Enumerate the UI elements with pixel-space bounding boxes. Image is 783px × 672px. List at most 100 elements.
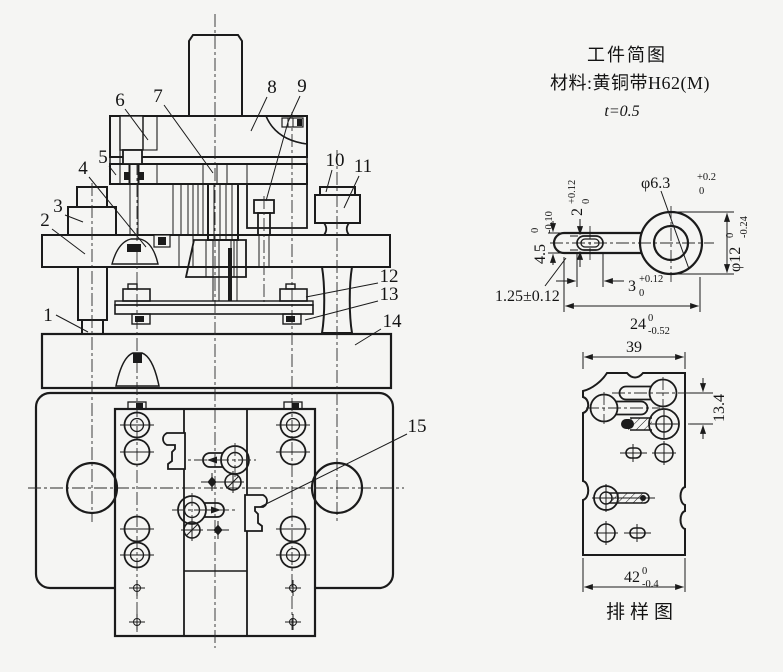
strip-row-5 — [592, 484, 655, 512]
assembly-plan-structure — [34, 391, 395, 638]
strip-row-2 — [586, 392, 660, 424]
callout-5-leader — [108, 165, 117, 176]
strip-row-1 — [612, 377, 700, 409]
left-guide-post-hole — [65, 461, 119, 515]
callout-10-leader — [325, 169, 333, 193]
dim-hole-dia: φ6.3 — [641, 175, 670, 192]
die-holder-plate — [41, 234, 391, 268]
right-rail-fasteners — [276, 411, 310, 630]
callout-7: 7 — [153, 86, 163, 107]
strip-layout-caption: 排样图 — [606, 601, 678, 623]
dim-tab-width-sup: 0 — [530, 228, 541, 233]
dim-hole-sup: +0.2 — [697, 172, 716, 183]
side-cut-punch-upper — [162, 432, 186, 470]
callout-14: 14 — [383, 311, 403, 332]
dim-strip-bottom-sub: -0.4 — [642, 579, 659, 590]
assembly-plan-details — [65, 401, 364, 636]
left-guide-post-foot — [81, 319, 104, 335]
callout-10: 10 — [326, 150, 345, 171]
workpiece-thickness: t=0.5 — [604, 103, 639, 120]
callout-leaders — [51, 95, 408, 508]
right-bushing-body — [314, 194, 361, 224]
callout-4-leader — [88, 176, 147, 248]
callout-9: 9 — [297, 76, 307, 97]
dim-outer-sup: 0 — [725, 233, 736, 238]
callout-4: 4 — [78, 158, 88, 179]
right-bushing-cap — [319, 186, 356, 196]
callout-3: 3 — [53, 196, 63, 217]
assembly-section-details — [109, 115, 314, 387]
central-punch — [207, 183, 239, 241]
die-opening-pair-2 — [181, 519, 229, 541]
dim-strip-top: 39 — [626, 339, 642, 356]
dim-slot-width: 2 — [569, 208, 586, 216]
callout-2: 2 — [40, 210, 50, 231]
workpiece-title: 工件简图 — [587, 45, 667, 65]
workpiece-slot-inner — [580, 238, 600, 248]
right-guide-post-hole — [310, 461, 364, 515]
dim-hole-sub: 0 — [699, 186, 704, 197]
strip-row-3-blanked-part — [621, 408, 700, 440]
die-plate-assembly — [114, 283, 314, 325]
dim-outer-dia: φ12 — [727, 247, 744, 272]
dim-slot-len-sub: 0 — [639, 288, 644, 299]
dim-length-sup: 0 — [648, 313, 653, 324]
callout-13: 13 — [380, 284, 399, 305]
central-punch-lines — [213, 184, 233, 240]
left-rail-fasteners — [120, 411, 154, 630]
die-opening-pair-1 — [201, 471, 244, 493]
callout-13-leader — [304, 300, 379, 321]
callout-1-leader — [55, 314, 89, 333]
callout-15: 15 — [408, 416, 427, 437]
strip-in-die — [228, 248, 232, 301]
dim-outer-sub: -0.24 — [739, 215, 750, 238]
dim-edge-distance: 1.25±0.12 — [495, 288, 560, 305]
callout-9-leader — [265, 95, 301, 202]
callout-8: 8 — [267, 77, 277, 98]
dim-slot-len-sup: +0.12 — [639, 274, 663, 285]
dim-strip-bottom-sup: 0 — [642, 566, 647, 577]
strip-dimension-lines — [582, 352, 713, 592]
strip-dimension-text: 39 13.4 42 0 -0.4 — [624, 339, 728, 590]
callout-12-leader — [305, 282, 379, 298]
callout-12: 12 — [380, 266, 399, 287]
guide-block — [246, 183, 308, 229]
dim-slot-len: 3 — [628, 278, 636, 295]
assembly-section-structure — [40, 34, 393, 390]
dim-length: 24 — [630, 316, 646, 333]
callout-2-leader — [51, 228, 86, 255]
dim-slot-width-sub: 0 — [581, 199, 592, 204]
dim-slot-width-sup: +0.12 — [567, 180, 578, 204]
dim-length-sub: -0.52 — [648, 326, 670, 337]
callout-15-leader — [259, 433, 408, 508]
stripper-bolt-head — [122, 149, 143, 165]
callout-6: 6 — [115, 90, 125, 111]
workpiece-ring-outer — [638, 210, 704, 276]
punch-group — [172, 184, 204, 235]
workpiece-slot-outer — [576, 235, 604, 251]
die-channel-lines — [212, 240, 238, 301]
dim-strip-bottom: 42 — [624, 569, 640, 586]
callout-7-leader — [163, 104, 214, 174]
callout-11-leader — [343, 175, 360, 209]
callout-1: 1 — [43, 305, 53, 326]
strip-row-6 — [594, 521, 651, 545]
callout-6-leader — [124, 108, 149, 141]
right-bushing-neck — [322, 222, 351, 236]
callout-3-leader — [64, 214, 84, 223]
callout-8-leader — [250, 96, 268, 132]
dim-tab-width-sub: -0.10 — [544, 211, 555, 233]
strip-row-4 — [620, 441, 676, 465]
workpiece-dimension-lines — [544, 190, 734, 312]
workpiece-hole — [652, 224, 690, 262]
callout-14-leader — [354, 328, 382, 346]
strip-outline — [582, 372, 686, 556]
callout-5: 5 — [98, 147, 108, 168]
left-guide-post — [77, 266, 108, 321]
side-cut-punch-lower — [244, 494, 268, 532]
dim-tab-width: 4.5 — [532, 244, 549, 264]
callout-11: 11 — [354, 156, 372, 177]
workpiece-material: 材料:黄铜带H62(M) — [550, 73, 710, 94]
